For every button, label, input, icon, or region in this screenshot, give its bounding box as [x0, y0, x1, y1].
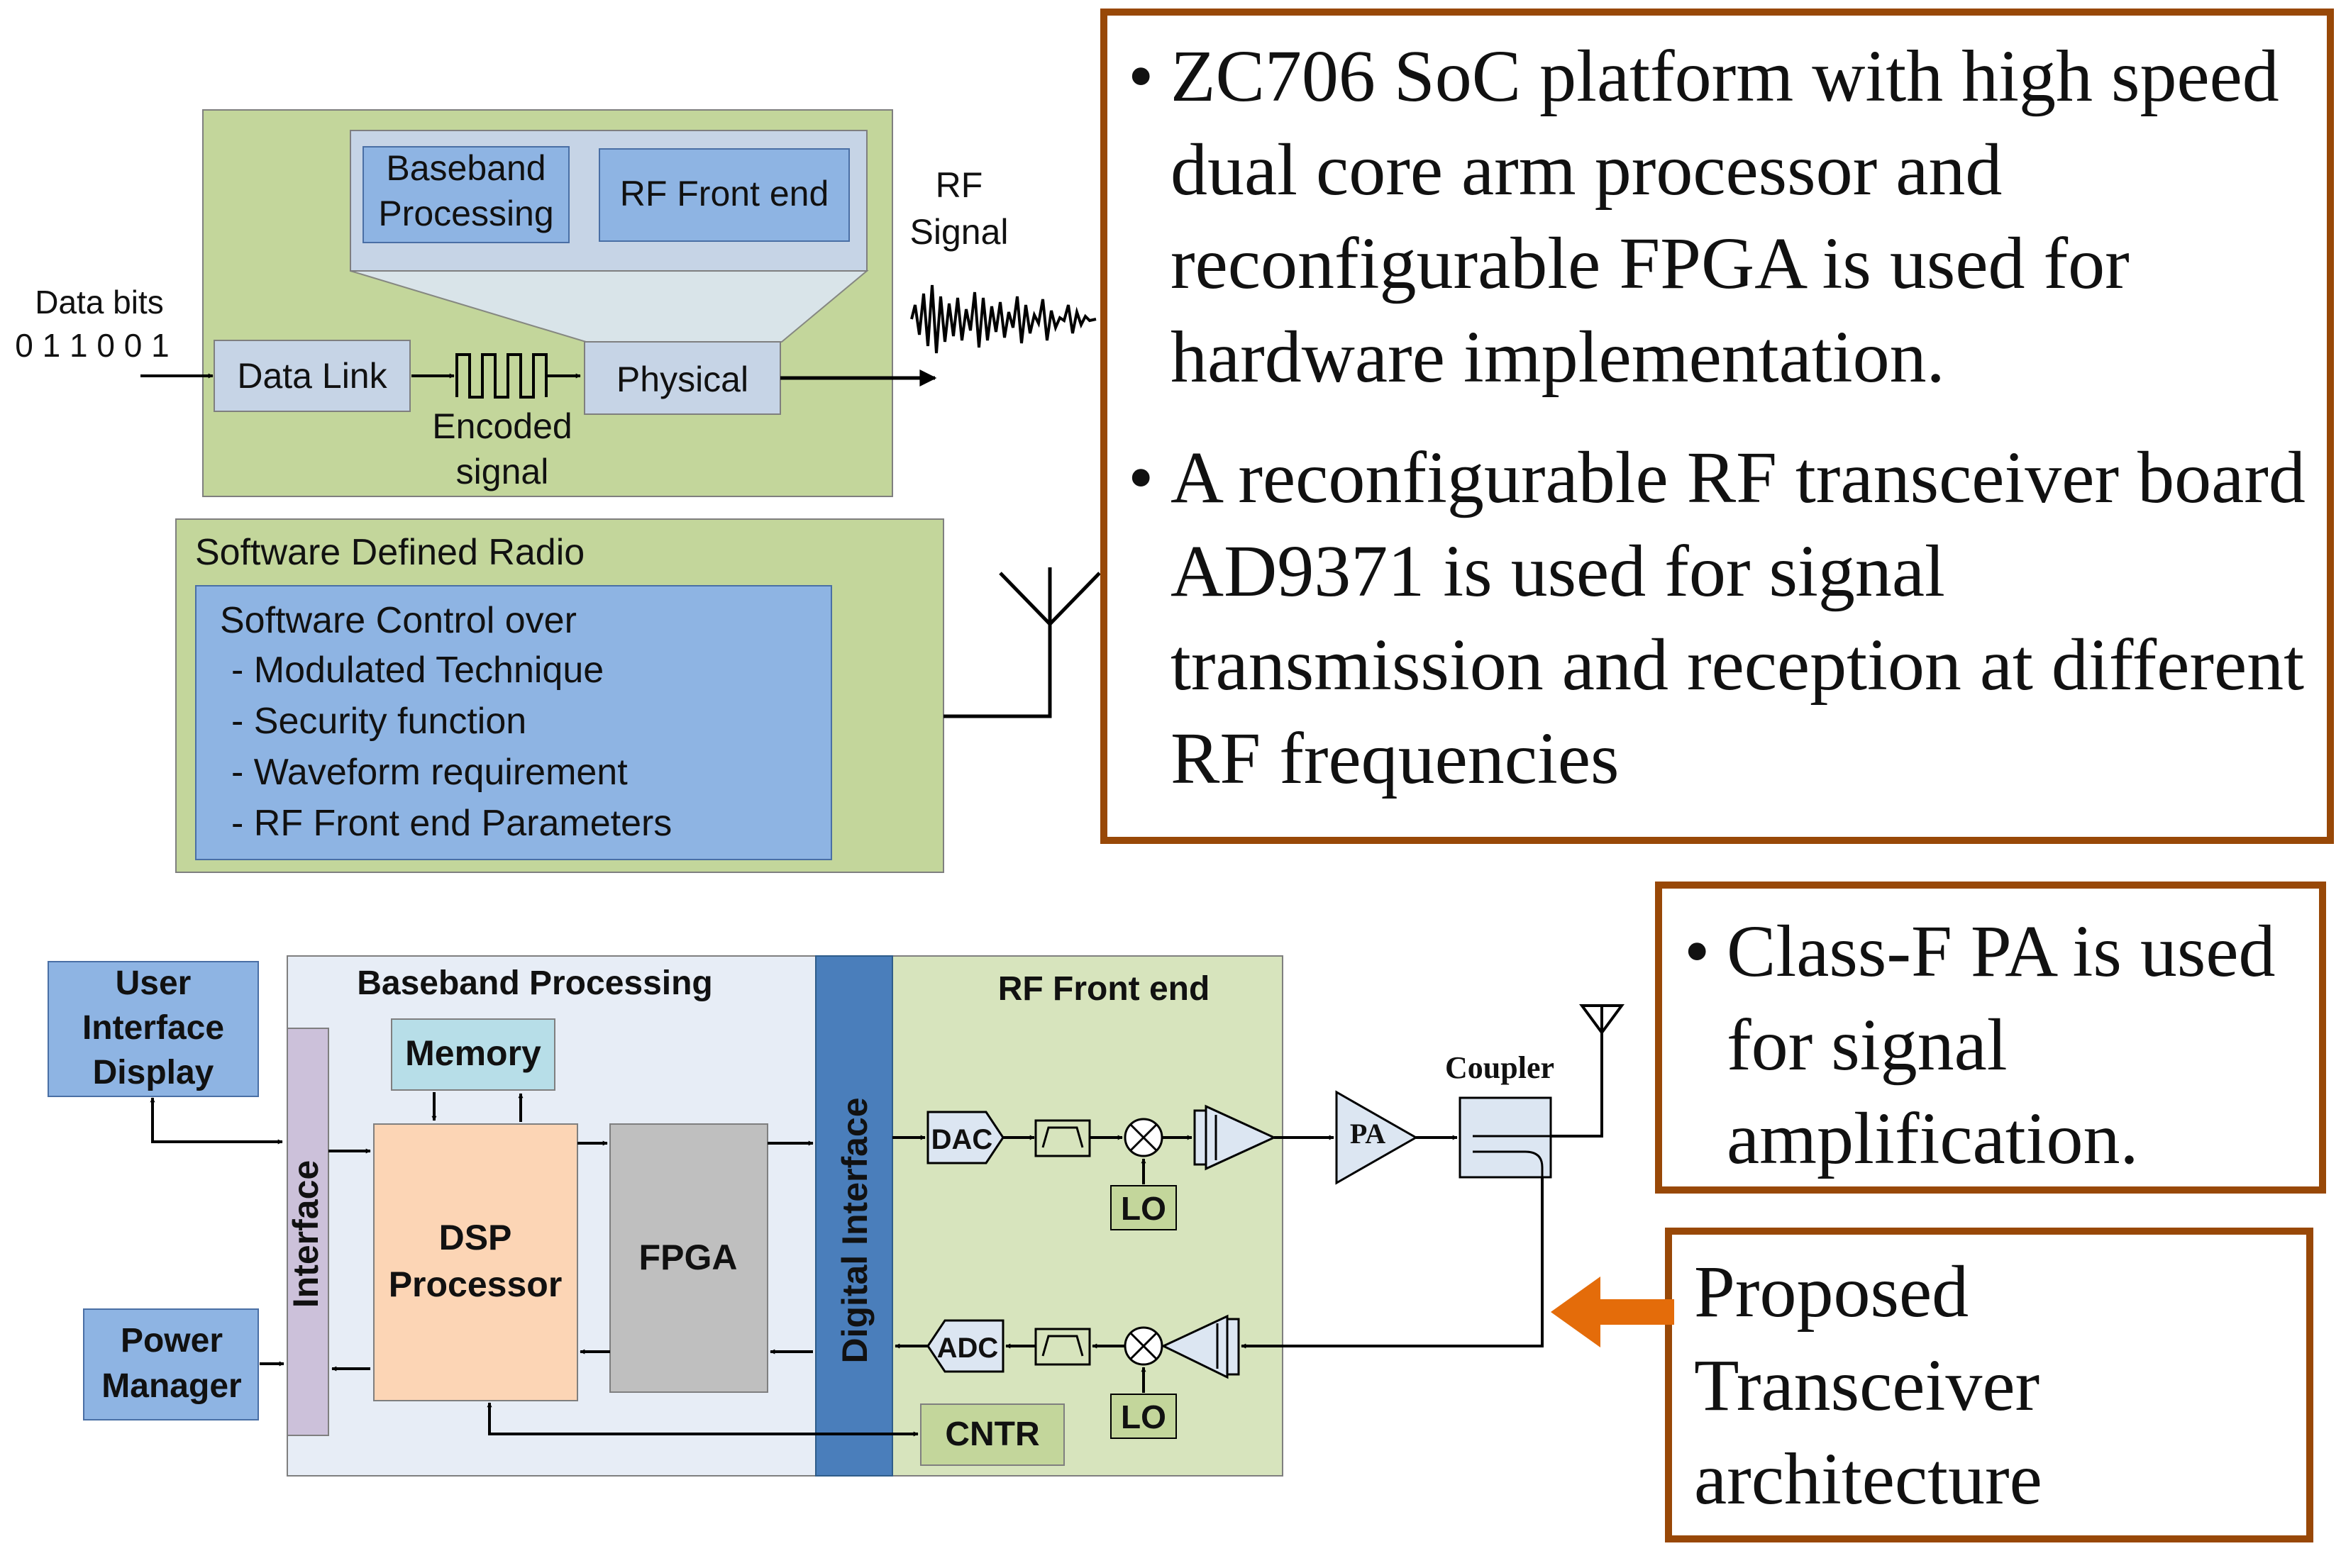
data-bits-label: Data bits	[35, 284, 164, 321]
sdr-item: - Waveform requirement	[231, 752, 628, 793]
sdr-item: - Modulated Technique	[231, 650, 604, 691]
bullet-dot: •	[1128, 437, 1154, 518]
rx-filter	[1034, 1328, 1091, 1366]
dsp-processor-label: DSP	[439, 1218, 512, 1257]
coupler-feedback	[1241, 1177, 1544, 1349]
rf-front-end-block	[599, 148, 850, 242]
coupler-to-antenna	[1551, 1030, 1603, 1138]
baseband-connectors	[150, 1092, 919, 1437]
rx-lo-label: LO	[1121, 1399, 1166, 1435]
proposed-line: architecture	[1694, 1438, 2042, 1520]
power-manager-label: Power	[121, 1322, 223, 1360]
tx-filter	[1034, 1119, 1091, 1157]
proposed-box	[1665, 1228, 2313, 1542]
antenna-icon	[999, 567, 1101, 625]
physical-label: Physical	[616, 360, 748, 399]
dsp-processor-label-2: Processor	[389, 1264, 563, 1304]
sdr-control-title: Software Control over	[220, 600, 577, 641]
proposed-line: Transceiver	[1694, 1345, 2040, 1426]
physical-block	[584, 341, 781, 415]
memory-label: Memory	[405, 1033, 541, 1073]
rf-signal-label: RF	[936, 165, 983, 205]
baseband-processing-label: Baseband	[386, 148, 546, 188]
bandpass-filter-icon	[1041, 1335, 1084, 1357]
bullet-dot: •	[1128, 35, 1154, 117]
coupler-line	[1473, 1135, 1551, 1177]
data-link-block	[214, 340, 411, 412]
top-notes-box	[1100, 9, 2334, 844]
coupler-block	[1459, 1096, 1552, 1179]
top-notes: • ZC706 SoC platform with high speed dua…	[1128, 30, 2320, 806]
memory-block	[391, 1018, 555, 1091]
baseband-processing-label-2: Processing	[378, 194, 553, 233]
tx-mixer-icon	[1124, 1118, 1163, 1157]
proposed-line: Proposed	[1694, 1251, 1969, 1333]
sdr-control-box	[195, 585, 832, 860]
dac-label: DAC	[931, 1124, 993, 1155]
transceiver-diagram: Digital Interface Baseband Processing RF…	[48, 955, 1625, 1477]
baseband-title: Baseband Processing	[357, 964, 713, 1002]
note-text: ZC706 SoC platform with high speed dual …	[1170, 35, 2279, 398]
sdr-item: - RF Front end Parameters	[231, 803, 672, 844]
rf-signal-waveform	[910, 284, 1097, 354]
data-link-label: Data Link	[237, 356, 387, 396]
dsp-processor-block	[373, 1123, 578, 1401]
power-manager-block	[83, 1308, 259, 1420]
rx-lna	[1161, 1314, 1240, 1379]
rx-lo-block	[1110, 1394, 1177, 1439]
interface-bar	[287, 1028, 329, 1436]
rf-signal-label-2: Signal	[910, 212, 1009, 252]
digital-interface-label: Digital Interface	[835, 1097, 875, 1363]
digital-interface-bar	[815, 955, 893, 1477]
proposed-arrow	[1551, 1277, 1674, 1347]
encoded-signal-label: Encoded	[432, 406, 572, 446]
tx-lo-block	[1110, 1185, 1177, 1230]
rf-front-end-label: RF Front end	[620, 174, 829, 213]
dac-block	[926, 1111, 1005, 1164]
adc-block	[926, 1319, 1005, 1373]
user-interface-block	[48, 961, 259, 1097]
sdr-antenna-feed	[943, 624, 1052, 718]
tx-chain: DAC LO PA Couple	[892, 1004, 1625, 1349]
rx-chain: LO ADC	[895, 1314, 1240, 1439]
pa-label: PA	[1350, 1118, 1385, 1150]
note-text: Class-F PA is used for signal amplificat…	[1727, 911, 2276, 1179]
pa-note: • Class-F PA is used for signal amplific…	[1684, 905, 2308, 1186]
tx-lo-label: LO	[1121, 1190, 1166, 1227]
baseband-processing-block	[363, 146, 570, 243]
user-interface-label-2: Interface	[82, 1009, 224, 1047]
protocol-stack-diagram: Baseband Processing RF Front end Data bi…	[15, 109, 1097, 497]
user-interface-label: User	[116, 964, 192, 1002]
bandpass-filter-icon	[1041, 1126, 1084, 1148]
power-manager-label-2: Manager	[101, 1367, 241, 1405]
coupler-label: Coupler	[1445, 1050, 1554, 1085]
fpga-block	[609, 1123, 768, 1393]
pa-amplifier	[1335, 1090, 1419, 1185]
proposed-caption: Proposed Transceiver architecture	[1694, 1245, 2297, 1526]
encoded-signal-label-2: signal	[456, 452, 549, 491]
pa-note-box	[1655, 882, 2326, 1194]
sdr-diagram: Software Defined Radio Software Control …	[175, 518, 1101, 873]
rf-front-end-title: RF Front end	[998, 970, 1210, 1008]
tx-driver-amplifier	[1193, 1104, 1277, 1171]
fpga-label: FPGA	[639, 1238, 738, 1277]
rf-front-end-panel	[890, 955, 1283, 1477]
user-interface-label-3: Display	[93, 1054, 214, 1091]
data-bits-value: 0 1 1 0 0 1	[15, 327, 169, 364]
note-bullet: • ZC706 SoC platform with high speed dua…	[1128, 30, 2320, 404]
sdr-title: Software Defined Radio	[195, 532, 585, 573]
note-bullet: • Class-F PA is used for signal amplific…	[1684, 905, 2308, 1186]
rx-mixer-icon	[1124, 1326, 1163, 1366]
adc-label: ADC	[937, 1333, 999, 1364]
sdr-item: - Security function	[231, 701, 526, 742]
interface-label: Interface	[286, 1160, 326, 1308]
cntr-block	[920, 1403, 1065, 1466]
note-text: A reconfigurable RF transceiver board AD…	[1170, 437, 2306, 799]
bullet-dot: •	[1684, 911, 1710, 992]
cntr-label: CNTR	[945, 1416, 1039, 1453]
note-bullet: • A reconfigurable RF transceiver board …	[1128, 431, 2320, 806]
encoded-signal-wave	[455, 353, 548, 399]
